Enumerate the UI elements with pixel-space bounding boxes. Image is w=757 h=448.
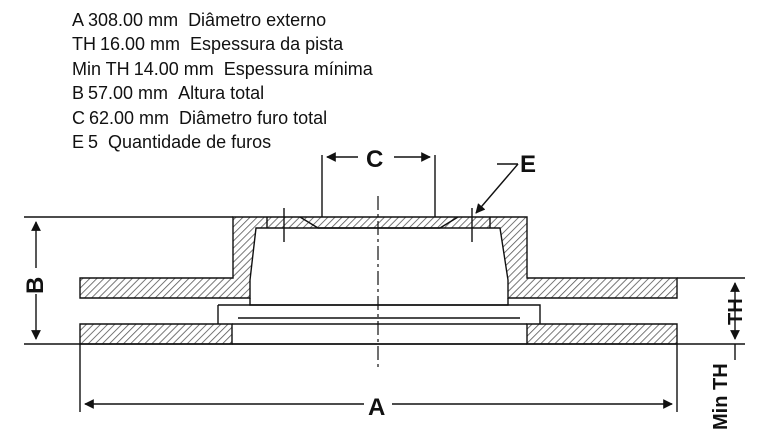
spec-desc: Espessura da pista xyxy=(190,34,344,55)
bolt-hole-lines xyxy=(283,208,473,242)
spec-value: 14.00 mm xyxy=(133,58,214,79)
spec-value: 57.00 mm xyxy=(88,83,169,104)
spec-code: TH xyxy=(72,34,96,55)
spec-value: 5 xyxy=(88,132,99,153)
spec-code: A xyxy=(72,10,85,30)
spec-desc: Altura total xyxy=(178,83,265,104)
dimension-b-label: B xyxy=(22,277,49,294)
spec-desc: Quantidade de furos xyxy=(108,132,272,153)
dimension-c-label: C xyxy=(366,146,383,173)
disc-outline xyxy=(80,155,677,345)
spec-code: E xyxy=(72,132,85,153)
dimension-a-label: A xyxy=(368,394,385,421)
dimension-min-th-label: Min TH xyxy=(710,363,732,430)
hat-section-hatched xyxy=(79,216,678,299)
spec-value: 308.00 mm xyxy=(88,10,179,30)
spec-code: Min TH xyxy=(72,58,130,79)
spec-value: 16.00 mm xyxy=(100,34,181,55)
leader-e-label: E xyxy=(520,151,536,178)
spec-value: 62.00 mm xyxy=(89,107,170,128)
spec-desc: Espessura mínima xyxy=(223,58,373,79)
spec-code: C xyxy=(72,107,85,128)
spec-desc: Diâmetro furo total xyxy=(179,107,328,128)
spec-code: B xyxy=(72,83,85,104)
leader-e-line xyxy=(475,163,519,214)
spec-desc: Diâmetro externo xyxy=(188,10,327,30)
dimension-th-label: TH xyxy=(725,298,747,325)
dimension-th xyxy=(677,277,745,360)
